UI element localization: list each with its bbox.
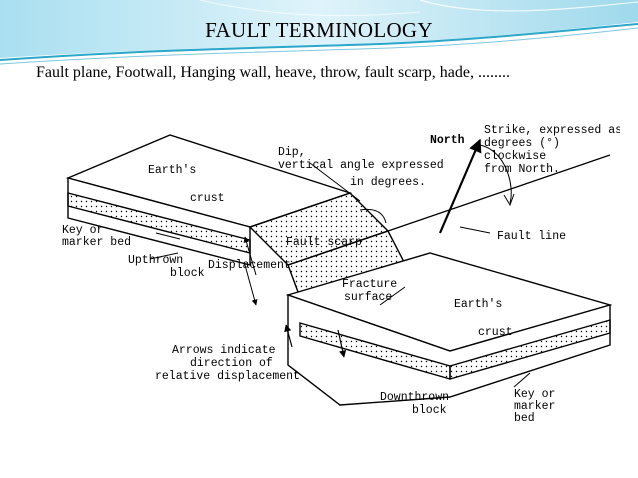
label-downthrown-2: block <box>412 404 447 417</box>
label-crust-left: crust <box>190 192 225 205</box>
label-dip-2: vertical angle expressed <box>278 159 444 172</box>
label-displacement: Displacement <box>208 259 291 272</box>
fault-block-diagram: North Strike, expressed as degrees (°) c… <box>62 124 620 425</box>
label-strike-4: from North. <box>484 163 560 176</box>
label-strike-2: degrees (°) <box>484 137 560 150</box>
label-downthrown-1: Downthrown <box>380 391 449 404</box>
label-strike-1: Strike, expressed as <box>484 124 620 137</box>
label-dip-1: Dip, <box>278 146 306 159</box>
label-fracture-2: surface <box>344 291 392 304</box>
north-arrow <box>438 138 482 234</box>
label-crust-right: crust <box>478 326 513 339</box>
label-strike-3: clockwise <box>484 150 546 163</box>
label-upthrown-1: Upthrown <box>128 254 183 267</box>
label-fracture-1: Fracture <box>342 278 397 291</box>
label-arrows-2: direction of <box>190 357 273 370</box>
label-key-left-2: marker bed <box>62 236 131 249</box>
label-dip-3: in degrees. <box>350 176 426 189</box>
label-fault-line: Fault line <box>497 230 566 243</box>
label-earths-left: Earth's <box>148 164 196 177</box>
slide-title: FAULT TERMINOLOGY <box>205 18 433 42</box>
label-fault-scarp: Fault scarp <box>286 236 362 249</box>
label-earths-right: Earth's <box>454 298 502 311</box>
label-key-left-1: Key or <box>62 224 103 237</box>
downthrown-marker-bed-front <box>299 322 451 380</box>
slide-subtitle: Fault plane, Footwall, Hanging wall, hea… <box>36 64 510 81</box>
label-key-right-3: bed <box>514 412 535 425</box>
label-key-right-1: Key or <box>514 388 555 401</box>
label-key-right-2: marker <box>514 400 555 413</box>
label-upthrown-2: block <box>170 267 205 280</box>
label-north: North <box>430 134 465 147</box>
label-arrows-3: relative displacement <box>155 370 300 383</box>
header-wave-decoration <box>0 0 638 65</box>
downthrown-front-face <box>287 294 611 406</box>
label-arrows-1: Arrows indicate <box>172 344 276 357</box>
